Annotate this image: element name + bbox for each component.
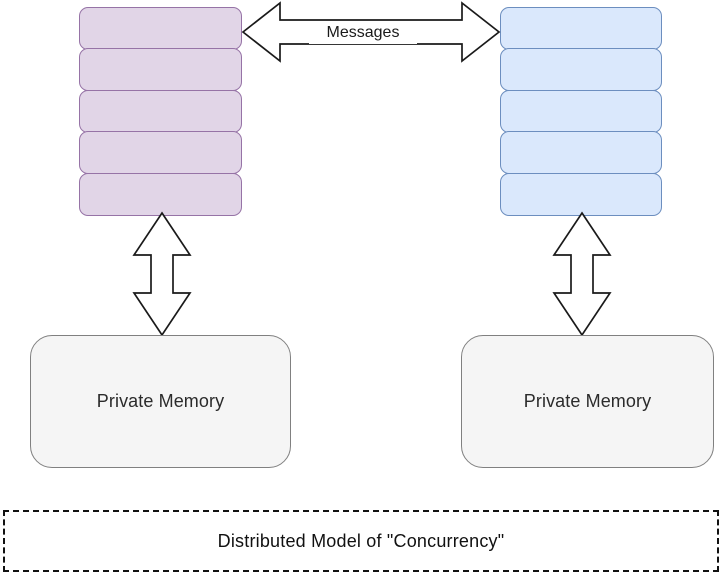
right-memory-double-arrow-icon[interactable]: [548, 211, 616, 337]
left-private-memory-box[interactable]: Private Memory: [30, 335, 291, 468]
caption-text: Distributed Model of "Concurrency": [217, 530, 505, 551]
left-stack-segment-4[interactable]: [79, 131, 242, 175]
right-stack-segment-5[interactable]: [500, 172, 662, 216]
caption-box: Distributed Model of "Concurrency": [3, 510, 719, 572]
left-private-memory-label: Private Memory: [96, 391, 225, 411]
messages-label: Messages: [309, 22, 417, 44]
left-process-stack[interactable]: [79, 7, 242, 216]
right-private-memory-box[interactable]: Private Memory: [461, 335, 714, 468]
right-stack-segment-3[interactable]: [500, 89, 662, 133]
right-process-stack[interactable]: [500, 7, 662, 216]
left-stack-segment-1[interactable]: [79, 7, 242, 50]
right-stack-segment-1[interactable]: [500, 7, 662, 50]
right-private-memory-label: Private Memory: [523, 391, 652, 411]
left-stack-segment-2[interactable]: [79, 48, 242, 92]
left-stack-segment-5[interactable]: [79, 172, 242, 216]
right-stack-segment-2[interactable]: [500, 48, 662, 92]
left-stack-segment-3[interactable]: [79, 89, 242, 133]
left-memory-double-arrow-icon[interactable]: [128, 211, 196, 337]
right-stack-segment-4[interactable]: [500, 131, 662, 175]
